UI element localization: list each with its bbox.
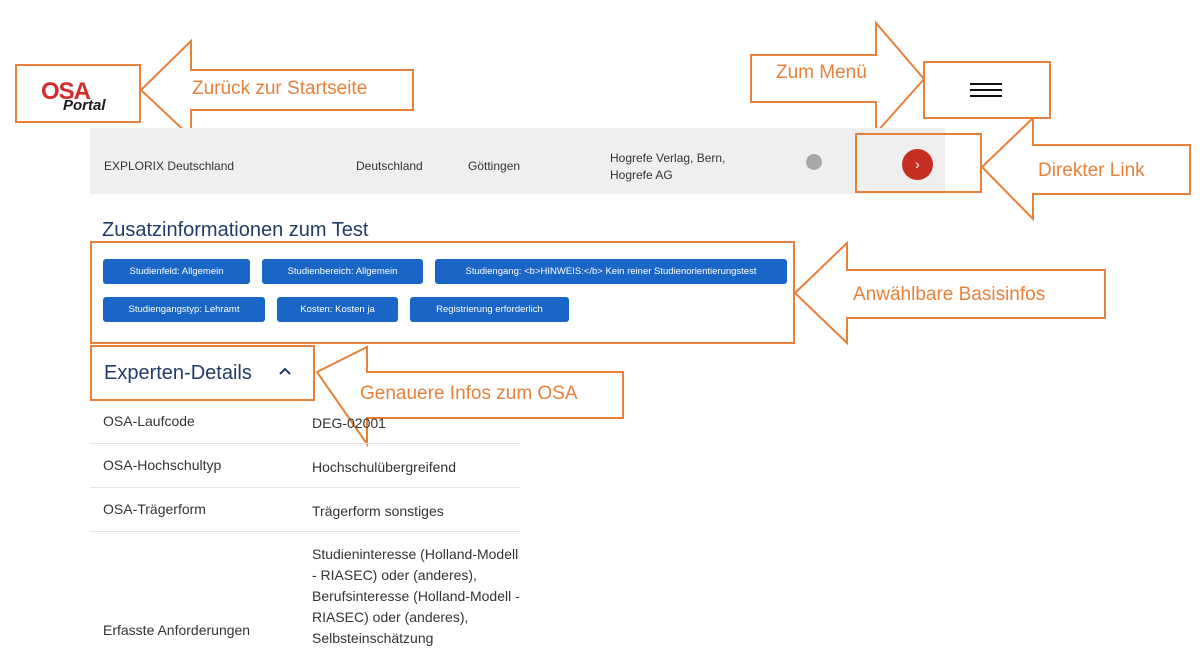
detail-row-hochschultyp: OSA-Hochschultyp Hochschulübergreifend: [90, 444, 520, 488]
annotation-osa-info: Genauere Infos zum OSA: [360, 383, 578, 404]
experten-details-toggle[interactable]: Experten-Details: [90, 345, 315, 401]
menu-button[interactable]: [924, 62, 1050, 118]
chevron-up-icon: [279, 367, 291, 375]
tag-studienbereich[interactable]: Studienbereich: Allgemein: [262, 259, 423, 284]
test-result-row: EXPLORIX Deutschland Deutschland Götting…: [90, 128, 945, 194]
arrow-menu: [750, 20, 926, 136]
osa-portal-logo[interactable]: OSA Portal: [41, 78, 131, 118]
detail-value: DEG-02001: [312, 415, 386, 431]
tags-box: [90, 241, 795, 344]
status-dot-icon: [806, 154, 822, 170]
detail-label: OSA-Laufcode: [103, 413, 195, 429]
detail-row-laufcode: OSA-Laufcode DEG-02001: [90, 402, 520, 444]
tag-studiengang[interactable]: Studiengang: <b>HINWEIS:</b> Kein reiner…: [435, 259, 787, 284]
tag-studienfeld[interactable]: Studienfeld: Allgemein: [103, 259, 250, 284]
detail-label: OSA-Trägerform: [103, 501, 206, 517]
detail-value: Trägerform sonstiges: [312, 503, 444, 519]
tag-registrierung[interactable]: Registrierung erforderlich: [410, 297, 569, 322]
logo-box[interactable]: OSA Portal: [15, 64, 141, 123]
test-publisher: Hogrefe Verlag, Bern, Hogrefe AG: [610, 151, 726, 182]
zusatz-title: Zusatzinformationen zum Test: [102, 219, 369, 241]
direct-link-button[interactable]: ›: [902, 149, 933, 180]
arrow-basis: [793, 240, 1106, 346]
detail-label: Erfasste Anforderungen: [103, 622, 251, 638]
detail-value: Hochschulübergreifend: [312, 459, 456, 475]
annotation-home: Zurück zur Startseite: [192, 78, 368, 99]
test-name: EXPLORIX Deutschland: [104, 159, 235, 173]
annotation-direct-link: Direkter Link: [1038, 160, 1145, 181]
test-city: Göttingen: [468, 159, 521, 173]
annotation-basis: Anwählbare Basisinfos: [853, 284, 1046, 305]
arrow-direct-link: [980, 115, 1191, 222]
tag-kosten[interactable]: Kosten: Kosten ja: [277, 297, 398, 322]
experten-title: Experten-Details: [104, 362, 252, 384]
detail-label: OSA-Hochschultyp: [103, 457, 222, 473]
logo-portal-text: Portal: [63, 97, 106, 114]
detail-value: Studieninteresse (Holland-Modell - RIASE…: [312, 546, 520, 646]
test-country: Deutschland: [356, 159, 423, 173]
tag-studiengangstyp[interactable]: Studiengangstyp: Lehramt: [103, 297, 265, 322]
detail-row-traegerform: OSA-Trägerform Trägerform sonstiges: [90, 488, 520, 532]
logo-osa-text: OSA: [41, 78, 91, 105]
detail-row-anforderungen: Erfasste Anforderungen Studieninteresse …: [90, 532, 520, 663]
annotation-menu: Zum Menü: [776, 62, 867, 83]
arrow-osa-info: [315, 345, 624, 448]
